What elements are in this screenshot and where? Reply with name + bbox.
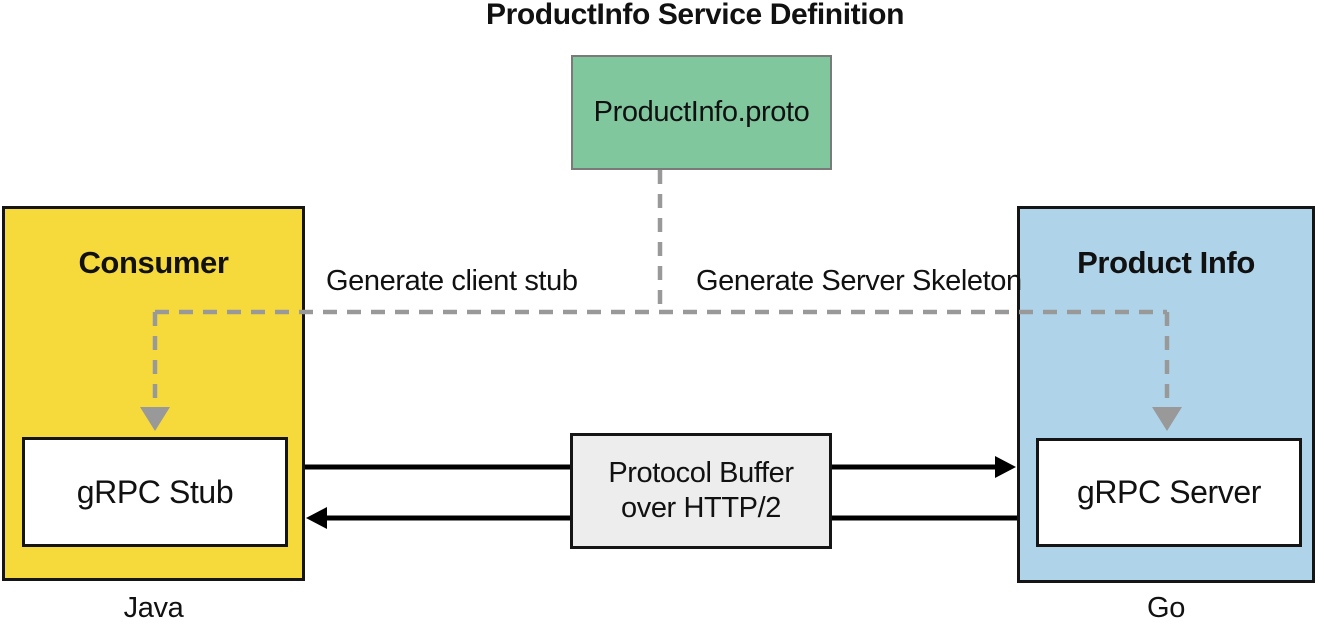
grpc-server-label: gRPC Server xyxy=(1076,474,1262,510)
consumer-heading: Consumer xyxy=(78,245,229,280)
generate-client-stub-label: Generate client stub xyxy=(326,265,578,297)
response-arrowhead-icon xyxy=(306,507,327,529)
transport-box: Protocol Buffer over HTTP/2 xyxy=(570,433,832,549)
dashed-arrowhead-server-icon xyxy=(1152,407,1182,431)
transport-label-line2: over HTTP/2 xyxy=(621,492,781,524)
transport-label-line1: Protocol Buffer xyxy=(608,457,794,489)
generate-server-skeleton-label: Generate Server Skeleton xyxy=(696,265,1022,297)
dashed-arrowhead-client-icon xyxy=(140,407,170,431)
proto-definition-box: ProductInfo.proto xyxy=(571,55,832,170)
product-info-language-label: Go xyxy=(1147,592,1185,624)
grpc-stub-label: gRPC Stub xyxy=(76,473,234,510)
product-info-heading: Product Info xyxy=(1077,245,1255,280)
grpc-stub-box: gRPC Stub xyxy=(22,437,288,547)
proto-definition-label: ProductInfo.proto xyxy=(593,96,810,128)
consumer-language-label: Java xyxy=(123,592,184,624)
request-arrowhead-icon xyxy=(995,456,1016,478)
diagram-title: ProductInfo Service Definition xyxy=(485,0,905,31)
grpc-server-box: gRPC Server xyxy=(1036,438,1302,547)
